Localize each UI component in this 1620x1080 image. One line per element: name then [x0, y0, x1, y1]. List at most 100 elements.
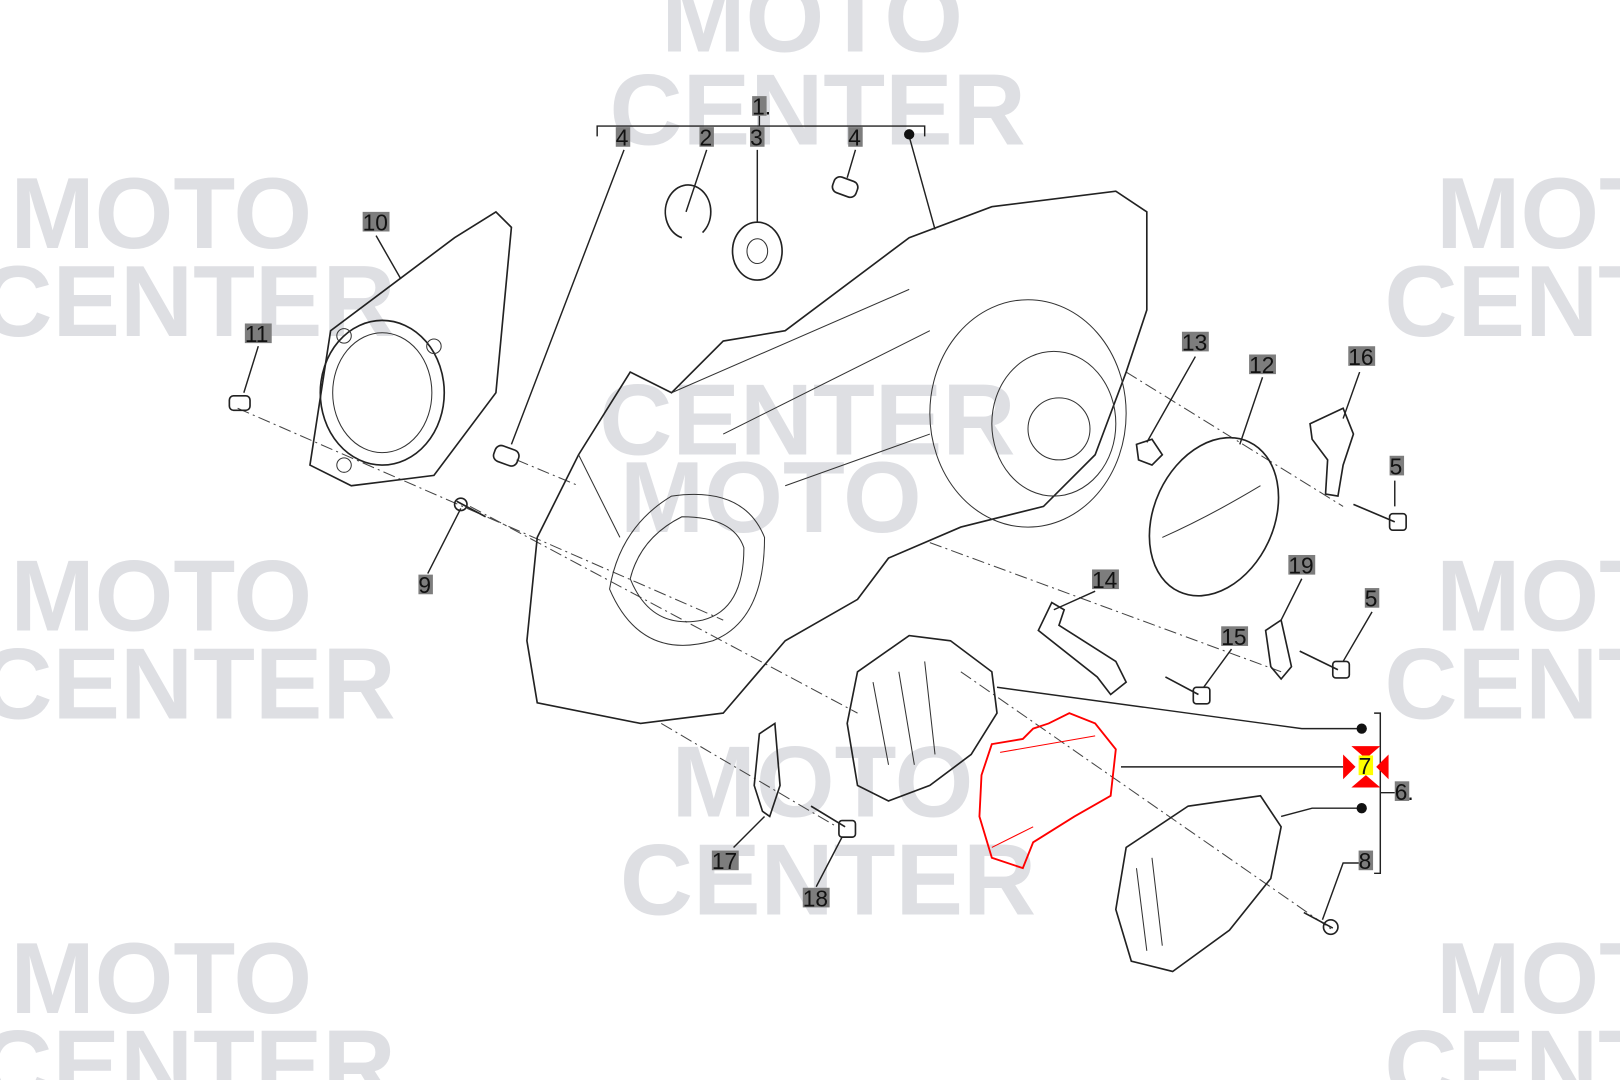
callout-number: 17: [712, 848, 737, 874]
bolt-part-5b: [1299, 650, 1351, 679]
bracket-part-17: [753, 721, 781, 818]
callout-number: 5: [1390, 453, 1403, 479]
callout-4[interactable]: 4: [848, 125, 863, 151]
watermark-text: MOTO: [1436, 539, 1620, 652]
callout-background: [752, 96, 767, 116]
callout-9[interactable]: 9: [418, 572, 433, 598]
callout-3[interactable]: 3: [750, 125, 765, 151]
watermark-text: CENTER: [610, 54, 1026, 167]
callout-background: [1389, 455, 1405, 476]
callout-number: 18: [803, 885, 828, 911]
callout-background: [362, 211, 390, 232]
callout-number: 9: [418, 572, 431, 598]
callout-background: [1358, 755, 1374, 776]
callout-background: [1092, 569, 1119, 590]
callout-14[interactable]: 14: [1092, 567, 1119, 593]
callout-5[interactable]: 5: [1389, 453, 1405, 479]
dowel-part-4b: [831, 175, 859, 199]
callout-number: 8: [1359, 848, 1372, 874]
screw-part-9: [453, 497, 486, 518]
assembly-axes: [237, 371, 1344, 931]
leader-lines: [243, 115, 1396, 921]
callout-7[interactable]: 7: [1358, 753, 1374, 779]
callout-number: 7: [1359, 753, 1372, 779]
callout-number: 3: [750, 125, 763, 151]
callout-background: [418, 574, 433, 595]
inner-cover-part-6: [846, 634, 998, 802]
callout-16[interactable]: 16: [1348, 344, 1376, 370]
callout-19[interactable]: 19: [1288, 553, 1316, 579]
bracket-part-16: [1309, 407, 1355, 498]
callout-number: 15: [1221, 624, 1246, 650]
callout-background: [848, 127, 863, 147]
outer-cover-part-6: [1114, 794, 1283, 973]
watermark-text: MOTO: [1436, 922, 1620, 1035]
callout-13[interactable]: 13: [1181, 329, 1209, 355]
callout-17[interactable]: 17: [712, 848, 739, 874]
callout-15[interactable]: 15: [1221, 624, 1249, 650]
callout-labels: 1. 4 2 3 4 10 11 9 13 12 16 5 19 5 14 15 7 6. 8 17 18: [245, 94, 1414, 912]
bolt-part-15: [1165, 676, 1211, 705]
callout-5[interactable]: 5: [1364, 586, 1380, 612]
callout-4[interactable]: 4: [615, 125, 631, 151]
callout-number: 16: [1348, 344, 1373, 370]
callout-18[interactable]: 18: [803, 885, 830, 911]
cap-part-12: [1148, 436, 1280, 597]
callout-number: 13: [1182, 329, 1207, 355]
callout-number: 1.: [752, 94, 771, 120]
callout-10[interactable]: 10: [362, 209, 390, 235]
watermark-text: MOTO: [661, 0, 963, 74]
watermark-text: CENTER: [0, 245, 396, 358]
highlighted-gasket-part-7[interactable]: [978, 712, 1117, 870]
callout-number: 12: [1249, 352, 1274, 378]
callout-8[interactable]: 8: [1358, 848, 1374, 874]
callout-12[interactable]: 12: [1249, 352, 1276, 378]
callout-number: 14: [1092, 567, 1117, 593]
dowel-part-4a: [492, 444, 520, 467]
callout-background: [1348, 346, 1376, 366]
callout-number: 2: [699, 125, 712, 151]
watermark-text: MOTO: [620, 441, 922, 554]
callout-background: [615, 127, 631, 147]
washer-part-19: [1264, 618, 1293, 681]
callout-11[interactable]: 11: [245, 321, 272, 347]
callout-background: [1221, 626, 1249, 646]
callout-number: 4: [616, 125, 629, 151]
callout-number: 19: [1288, 553, 1313, 579]
callout-1[interactable]: 1.: [752, 94, 771, 120]
callout-background: [750, 127, 765, 147]
watermark-text: CENTER: [1384, 1010, 1620, 1080]
watermark-text: CENTER: [599, 364, 1015, 477]
watermark-text: MOTO: [10, 539, 312, 652]
watermark-text: MOTO: [1436, 157, 1620, 270]
watermark-text: MOTO: [672, 725, 974, 838]
callout-background: [1181, 331, 1209, 352]
callout-background: [1394, 781, 1410, 801]
callout-number: 11: [245, 321, 269, 347]
watermark-text: MOTO: [10, 922, 312, 1035]
callout-background: [711, 850, 739, 871]
screw-part-8: [1303, 911, 1339, 936]
callout-background: [699, 127, 714, 147]
watermark-text: CENTER: [620, 824, 1036, 937]
bolt-part-5a: [1353, 503, 1407, 532]
callout-background: [1364, 588, 1380, 608]
callout-2[interactable]: 2: [699, 125, 714, 151]
watermark-text: CENTER: [0, 1010, 396, 1080]
transmission-cover-part-1: [526, 190, 1148, 725]
bracket-part-14: [1037, 601, 1128, 696]
bolt-part-18: [810, 805, 857, 838]
watermark-text: CENTER: [0, 627, 396, 740]
callout-6[interactable]: 6.: [1394, 779, 1414, 805]
callout-background: [1288, 554, 1316, 575]
nut-part-13: [1135, 438, 1164, 467]
screw-part-11: [228, 395, 251, 412]
callout-background: [1249, 354, 1276, 375]
callout-background: [802, 887, 830, 908]
callout-background: [244, 323, 272, 344]
callout-number: 6.: [1395, 779, 1414, 805]
callout-background: [1358, 850, 1374, 871]
watermark-text: MOTO: [10, 157, 312, 270]
